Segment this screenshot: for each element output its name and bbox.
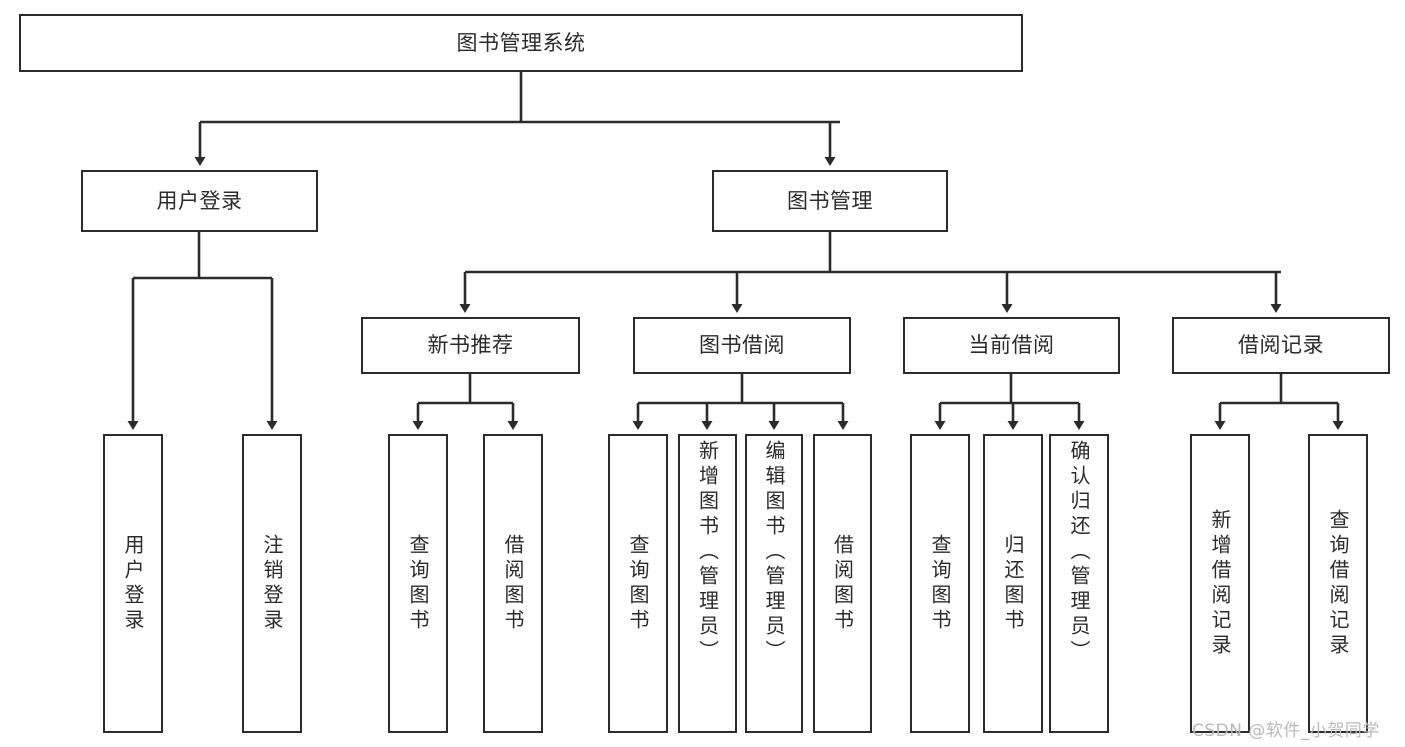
node-leaf-edit-book-admin-label: 编辑图书（管理员） — [762, 440, 786, 665]
node-leaf-add-borrow-record-label: 新增借阅记录 — [1208, 508, 1232, 659]
node-leaf-borrow-book[interactable]: 借阅图书 — [813, 434, 872, 733]
node-leaf-user-logout[interactable]: 注销登录 — [242, 434, 302, 733]
node-leaf-rec-borrow-book[interactable]: 借阅图书 — [483, 434, 543, 733]
node-leaf-rec-query-book-label: 查询图书 — [406, 533, 430, 634]
node-leaf-user-logout-label: 注销登录 — [260, 533, 284, 634]
node-leaf-query-borrow-record[interactable]: 查询借阅记录 — [1308, 434, 1368, 733]
node-leaf-confirm-return-admin-label: 确认归还（管理员） — [1067, 440, 1091, 665]
node-user-login-label: 用户登录 — [156, 188, 243, 213]
node-leaf-edit-book-admin[interactable]: 编辑图书（管理员） — [745, 434, 803, 733]
csdn-watermark: CSDN @软件_小贺同学 — [1192, 721, 1380, 741]
node-book-borrow-label: 图书借阅 — [699, 333, 785, 358]
node-new-book-rec[interactable]: 新书推荐 — [361, 317, 580, 374]
node-leaf-borrow-query-book-label: 查询图书 — [626, 533, 650, 634]
node-leaf-borrow-query-book[interactable]: 查询图书 — [608, 434, 668, 733]
node-user-login[interactable]: 用户登录 — [81, 170, 318, 232]
node-leaf-rec-borrow-book-label: 借阅图书 — [501, 533, 525, 634]
node-book-manage[interactable]: 图书管理 — [712, 170, 948, 232]
node-leaf-return-book[interactable]: 归还图书 — [983, 434, 1043, 733]
node-book-manage-label: 图书管理 — [787, 188, 873, 213]
node-book-borrow[interactable]: 图书借阅 — [633, 317, 851, 374]
node-root-label: 图书管理系统 — [456, 30, 586, 55]
node-new-book-rec-label: 新书推荐 — [427, 333, 514, 358]
node-leaf-user-login-label: 用户登录 — [121, 533, 145, 634]
node-leaf-rec-query-book[interactable]: 查询图书 — [388, 434, 448, 733]
node-leaf-cur-query-book-label: 查询图书 — [928, 533, 952, 634]
node-borrow-record-label: 借阅记录 — [1238, 333, 1324, 358]
node-leaf-cur-query-book[interactable]: 查询图书 — [910, 434, 970, 733]
node-leaf-confirm-return-admin[interactable]: 确认归还（管理员） — [1049, 434, 1109, 733]
node-leaf-add-borrow-record[interactable]: 新增借阅记录 — [1190, 434, 1250, 733]
node-leaf-add-book-admin-label: 新增图书（管理员） — [695, 440, 720, 665]
node-root[interactable]: 图书管理系统 — [19, 14, 1023, 72]
node-leaf-borrow-book-label: 借阅图书 — [830, 533, 855, 634]
node-leaf-add-book-admin[interactable]: 新增图书（管理员） — [678, 434, 737, 733]
node-leaf-return-book-label: 归还图书 — [1001, 533, 1025, 634]
node-borrow-record[interactable]: 借阅记录 — [1172, 317, 1390, 374]
node-current-borrow[interactable]: 当前借阅 — [903, 317, 1120, 374]
node-leaf-query-borrow-record-label: 查询借阅记录 — [1326, 508, 1350, 659]
node-current-borrow-label: 当前借阅 — [968, 333, 1055, 358]
node-leaf-user-login[interactable]: 用户登录 — [103, 434, 163, 733]
